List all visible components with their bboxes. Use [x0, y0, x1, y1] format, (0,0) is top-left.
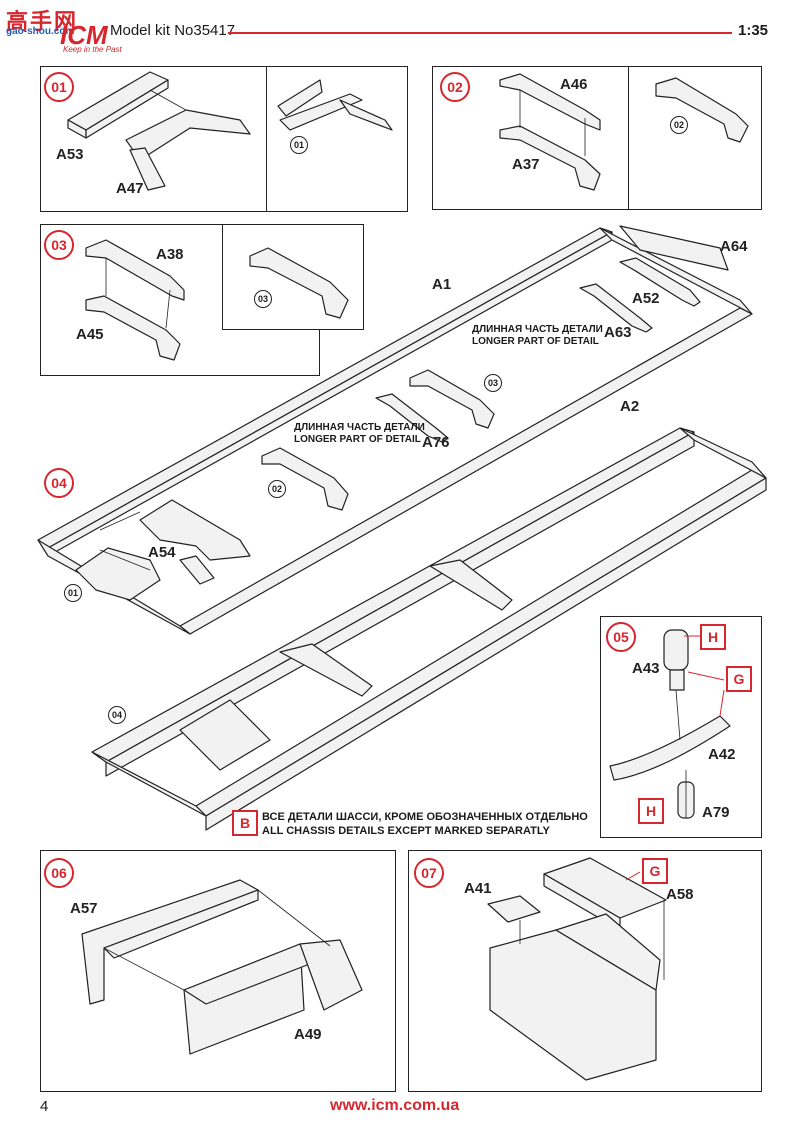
longer-part-note-2-en: LONGER PART OF DETAIL [294, 434, 421, 445]
chassis-note-ru: ВСЕ ДЕТАЛИ ШАССИ, КРОМЕ ОБОЗНАЧЕННЫХ ОТД… [262, 811, 588, 823]
chassis-note-en: ALL CHASSIS DETAILS EXCEPT MARKED SEPARA… [262, 825, 550, 837]
engine-a49-drawing [183, 939, 363, 1055]
tag-h-top: H [700, 624, 726, 650]
part-a52-drawing [619, 257, 701, 307]
ref-01-step1: 01 [290, 136, 308, 154]
label-a1: A1 [432, 276, 452, 293]
label-a52: A52 [632, 290, 660, 307]
step-03-marker: 03 [44, 230, 74, 260]
step-01-marker: 01 [44, 72, 74, 102]
label-a49: A49 [294, 1026, 322, 1043]
part-a42-drawing [609, 715, 731, 781]
part-a41-drawing [487, 895, 541, 923]
step-04-marker: 04 [44, 468, 74, 498]
longer-part-note-2-ru: ДЛИННАЯ ЧАСТЬ ДЕТАЛИ [294, 422, 425, 433]
part-a43-drawing [663, 629, 689, 691]
label-a41: A41 [464, 880, 492, 897]
longer-part-note-1-ru: ДЛИННАЯ ЧАСТЬ ДЕТАЛИ [472, 324, 603, 335]
ref-02-step2: 02 [670, 116, 688, 134]
label-a54: A54 [148, 544, 176, 561]
chassis-note: ВСЕ ДЕТАЛИ ШАССИ, КРОМЕ ОБОЗНАЧЕННЫХ ОТД… [262, 810, 588, 838]
crossmember-02-drawing [261, 447, 349, 511]
label-a58: A58 [666, 886, 694, 903]
longer-part-note-1-en: LONGER PART OF DETAIL [472, 336, 599, 347]
longer-part-note-1: ДЛИННАЯ ЧАСТЬ ДЕТАЛИ LONGER PART OF DETA… [472, 324, 603, 348]
part-a53-drawing [67, 71, 169, 139]
step-03-result-drawing [249, 247, 349, 319]
tag-g-step7: G [642, 858, 668, 884]
leader-lines [99, 89, 687, 991]
brand-logo: ICM [60, 20, 108, 50]
watermark-url: gao-shou.com [6, 26, 75, 37]
part-a76-drawing [375, 393, 449, 443]
label-a47: A47 [116, 180, 144, 197]
label-a43: A43 [632, 660, 660, 677]
label-a53: A53 [56, 146, 84, 163]
label-a46: A46 [560, 76, 588, 93]
ref-03-frame: 03 [484, 374, 502, 392]
step-05-marker: 05 [606, 622, 636, 652]
crossmember-01-drawing [75, 547, 161, 601]
ref-01-frame: 01 [64, 584, 82, 602]
frame-exploded-drawing [37, 225, 753, 635]
tag-g-step5: G [726, 666, 752, 692]
part-a54-drawing [139, 499, 251, 585]
tag-h-bottom: H [638, 798, 664, 824]
part-a47-drawing [125, 109, 251, 191]
page-number: 4 [40, 1098, 49, 1115]
label-a76: A76 [422, 434, 450, 451]
header-rule [228, 32, 732, 34]
step-02-marker: 02 [440, 72, 470, 102]
watermark-logo: 高手网 [6, 9, 79, 34]
longer-part-note-2: ДЛИННАЯ ЧАСТЬ ДЕТАЛИ LONGER PART OF DETA… [294, 422, 425, 446]
frame-assembled-drawing [91, 427, 767, 831]
part-a63-drawing [579, 283, 653, 333]
step-01-result-panel [266, 66, 408, 212]
label-a64: A64 [720, 238, 748, 255]
label-a79: A79 [702, 804, 730, 821]
step-02-result-drawing [655, 77, 749, 143]
footer-url[interactable]: www.icm.com.ua [330, 1097, 460, 1114]
crossmember-03-drawing [409, 369, 495, 429]
part-a57-drawing [81, 879, 259, 1005]
ref-02-frame: 02 [268, 480, 286, 498]
tag-b: B [232, 810, 258, 836]
label-a42: A42 [708, 746, 736, 763]
part-a38-drawing [85, 239, 185, 301]
step-07-marker: 07 [414, 858, 444, 888]
step-01-result-drawing [277, 79, 393, 131]
label-a2: A2 [620, 398, 640, 415]
ref-03-step3: 03 [254, 290, 272, 308]
label-a37: A37 [512, 156, 540, 173]
part-a46-drawing [499, 73, 601, 131]
brand-tagline: Keep in the Past [63, 45, 122, 54]
model-kit-title: Model kit No35417 [110, 22, 236, 39]
part-a37-drawing [499, 125, 601, 191]
ref-04-frame: 04 [108, 706, 126, 724]
step-06-marker: 06 [44, 858, 74, 888]
tag-leaders [625, 635, 725, 881]
engine-step-07-drawing [489, 913, 661, 1081]
label-a63: A63 [604, 324, 632, 341]
scale-label: 1:35 [738, 22, 769, 39]
label-a38: A38 [156, 246, 184, 263]
label-a57: A57 [70, 900, 98, 917]
label-a45: A45 [76, 326, 104, 343]
part-a45-drawing [85, 295, 181, 361]
